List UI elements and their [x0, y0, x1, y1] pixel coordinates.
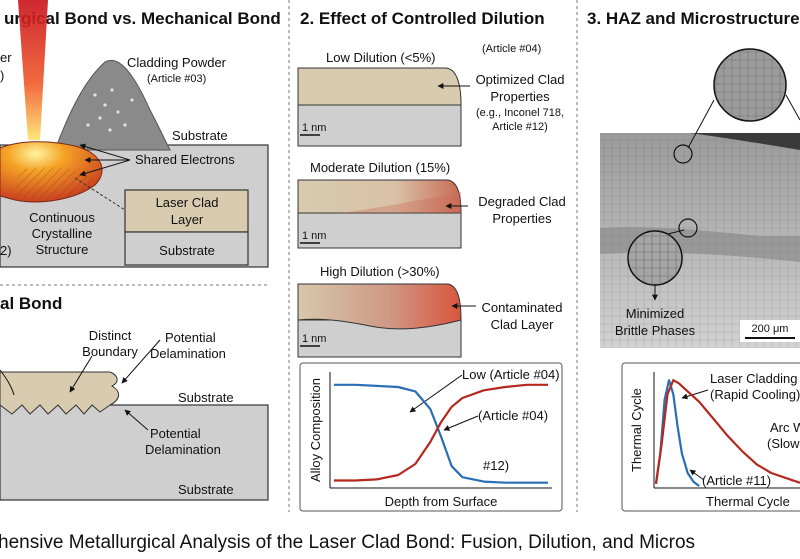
composition-label-12: #12): [483, 458, 509, 473]
zoom-circle-top-texture: [714, 49, 786, 121]
composition-arrow-1: [409, 374, 463, 413]
panel2-title: 2. Effect of Controlled Dilution: [300, 9, 545, 28]
composition-xlabel: Depth from Surface: [385, 494, 498, 509]
figure-caption: hensive Metallurgical Analysis of the La…: [0, 532, 695, 553]
laser-paren-fragment: ): [0, 68, 4, 83]
laser-cladding-2: (Rapid Cooling): [710, 387, 800, 402]
panel1-title: urgical Bond vs. Mechanical Bond: [4, 9, 281, 28]
delamination2-label: Delamination: [145, 442, 221, 457]
minimized-2: Brittle Phases: [615, 323, 696, 338]
composition-arrow-2: [443, 415, 479, 431]
optimized-1: Optimized Clad: [476, 72, 565, 87]
optimized-4: Article #12): [492, 121, 548, 133]
composition-series-1-line: [334, 383, 548, 484]
zoom-target-top: [673, 144, 693, 164]
mech-clad-layer: [0, 371, 119, 415]
potential-label: Potential: [165, 330, 216, 345]
scale-label-2: 1 nm: [302, 230, 326, 242]
shared-electron-arrows: [79, 143, 131, 177]
composition-label-mid: (Article #04): [478, 408, 548, 423]
scale-label-1: 1 nm: [302, 122, 326, 134]
cladding-powder-pile: [54, 59, 171, 151]
inset-substrate: [124, 231, 249, 266]
mech-substrate: [0, 404, 269, 501]
mech-substrate-bottom-label: Substrate: [178, 482, 234, 497]
composition-chart-frame: [299, 362, 563, 512]
mech-substrate-label: Substrate: [178, 390, 234, 405]
low-dilution-label: Low Dilution (<5%): [326, 50, 435, 65]
inset-clad-label-2: Layer: [171, 212, 204, 227]
article04-label: (Article #04): [482, 43, 541, 55]
contam-1: Contaminated: [482, 300, 563, 315]
article11-arrow: [689, 469, 705, 481]
scale-label-3: 1 nm: [302, 333, 326, 345]
shared-electrons-label: Shared Electrons: [135, 152, 235, 167]
structure-label: Structure: [36, 242, 89, 257]
cladding-powder-label: Cladding Powder: [127, 55, 227, 70]
composition-chart: Alloy Composition Depth from Surface Low…: [299, 362, 563, 512]
low-substrate: [297, 104, 462, 147]
inset-substrate-label: Substrate: [159, 243, 215, 258]
cladding-powder-ref: (Article #03): [147, 73, 206, 85]
zoom-target-bottom: [678, 218, 698, 238]
panel1b-title: al Bond: [0, 294, 62, 313]
article11-label: (Article #11): [702, 473, 771, 488]
substrate-top-label: Substrate: [172, 128, 228, 143]
inset-clad-label-1: Laser Clad: [156, 195, 219, 210]
thermal-series-1-line: [654, 379, 700, 487]
arc-1: Arc W: [770, 420, 800, 435]
thermal-chart: Thermal Cycle Thermal Cycle Laser Claddi…: [621, 362, 800, 512]
mod-dilution-zone: [340, 192, 461, 213]
arc-2: (Slow: [767, 436, 800, 451]
laser-arrow: [681, 389, 709, 400]
zoom-leader-bottom: [667, 229, 685, 235]
minimized-1: Minimized: [626, 306, 685, 321]
high-label: High Dilution (>30%): [320, 264, 440, 279]
moderate-label: Moderate Dilution (15%): [310, 160, 450, 175]
contam-2: Clad Layer: [491, 317, 555, 332]
degraded-2: Properties: [492, 211, 552, 226]
mod-clad: [297, 179, 462, 214]
continuous-label: Continuous: [29, 210, 95, 225]
micrograph-dark-corner: [690, 133, 800, 150]
high-clad: [297, 283, 462, 330]
zoom-leader-top-2: [785, 94, 800, 121]
laser-beam: [18, 0, 48, 140]
delamination-label: Delamination: [150, 346, 226, 361]
panel3-title: 3. HAZ and Microstructure D: [587, 9, 800, 28]
thermal-ylabel: Thermal Cycle: [629, 388, 644, 472]
composition-ylabel: Alloy Composition: [308, 378, 323, 482]
zoom-circle-bottom-texture: [628, 231, 682, 285]
powder-particles: [86, 88, 134, 132]
thermal-xlabel: Thermal Cycle: [706, 494, 790, 509]
low-clad: [297, 67, 462, 106]
degraded-1: Degraded Clad: [478, 194, 565, 209]
boundary-label: Boundary: [82, 344, 138, 359]
micro-scale-label: 200 μm: [752, 323, 789, 335]
composition-label-low: Low (Article #04): [462, 367, 560, 382]
scale-bar-bg: [740, 320, 800, 342]
laser-label-fragment: er: [0, 50, 12, 65]
optimized-3: (e.g., Inconel 718,: [476, 107, 564, 119]
mech-leaders: [0, 339, 161, 431]
mod-substrate: [297, 212, 462, 249]
crystalline-label: Crystalline: [32, 226, 93, 241]
distinct-label: Distinct: [89, 328, 132, 343]
ref-fragment: 2): [0, 243, 12, 258]
optimized-2: Properties: [490, 89, 550, 104]
zoom-leader-top-1: [687, 99, 715, 149]
crystalline-hatch: [15, 167, 95, 199]
composition-series-2-line: [334, 383, 548, 482]
thermal-series-2-line: [654, 379, 800, 484]
laser-cladding-1: Laser Cladding: [710, 371, 797, 386]
potential2-label: Potential: [150, 426, 201, 441]
